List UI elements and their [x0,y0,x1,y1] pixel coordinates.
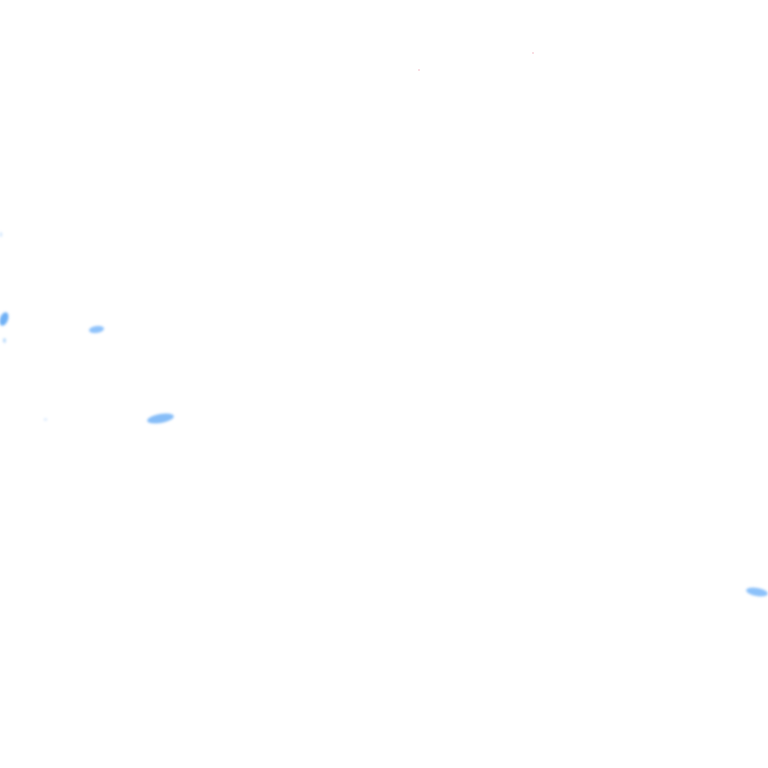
precipitation-echo [44,418,47,421]
trace-precip-speck [532,52,534,54]
precipitation-echo [0,232,2,237]
precipitation-echo [88,324,105,335]
precipitation-echo [0,311,11,327]
trace-precip-speck [418,69,420,71]
precipitation-echo [745,586,768,598]
precipitation-echo [3,338,6,343]
precipitation-echo [146,411,175,426]
